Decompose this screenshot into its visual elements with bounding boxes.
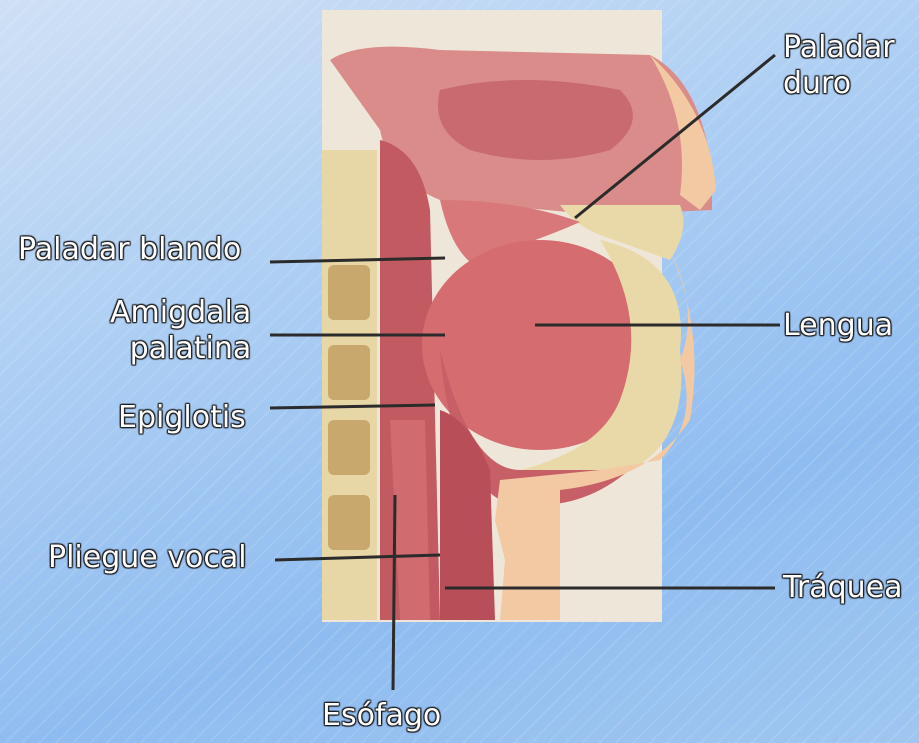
label-pliegue-vocal: Pliegue vocal (48, 540, 247, 576)
label-traquea: Tráquea (783, 570, 903, 606)
leader-esofago (393, 495, 395, 690)
label-amigdala-palatina: Amigdala palatina (110, 295, 251, 367)
label-esofago: Esófago (322, 698, 441, 734)
label-lengua: Lengua (783, 308, 893, 344)
label-paladar-duro: Paladar duro (783, 30, 895, 102)
label-epiglotis: Epiglotis (118, 400, 246, 436)
nasal-conchae (438, 80, 633, 160)
label-paladar-blando: Paladar blando (18, 232, 241, 268)
